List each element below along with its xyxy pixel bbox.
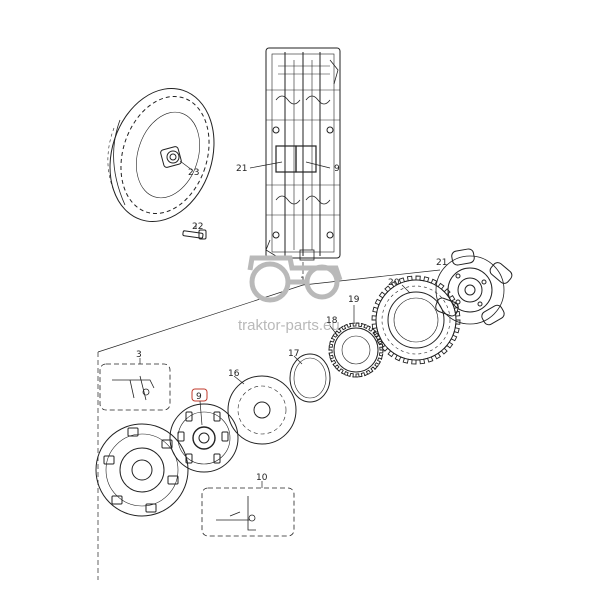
detail-box-10 — [201, 487, 295, 537]
label-19: 19 — [348, 295, 360, 305]
ring-17 — [289, 353, 331, 403]
label-22: 22 — [192, 222, 203, 232]
leader-17 — [293, 355, 303, 365]
label-23: 23 — [188, 168, 199, 178]
leader-9-disc — [199, 400, 203, 426]
label-18: 18 — [326, 316, 338, 326]
label-9-disc: 9 — [196, 392, 202, 402]
detail-box-3 — [99, 363, 171, 411]
assembly-leader-left — [97, 284, 304, 353]
label-20: 20 — [388, 278, 400, 288]
leader-9-top — [305, 161, 331, 169]
label-16: 16 — [228, 369, 240, 379]
label-21-top: 21 — [236, 164, 247, 174]
watermark-text: traktor-parts.eu — [238, 317, 340, 334]
label-9-top: 9 — [334, 164, 340, 174]
leader-23 — [179, 160, 193, 171]
friction-disc-16 — [227, 375, 297, 445]
bolt-22 — [182, 229, 207, 240]
flywheel — [107, 88, 215, 222]
spline-teeth-18 — [328, 322, 384, 378]
assembly-leader-right — [302, 269, 441, 286]
label-17: 17 — [288, 349, 299, 359]
highlight-box-9 — [191, 388, 208, 402]
clutch-assembly-section — [265, 47, 341, 261]
tractor-logo-icon — [247, 255, 343, 303]
leader-20 — [401, 284, 411, 294]
leader-21-top — [249, 161, 283, 169]
ring-teeth-20 — [371, 275, 461, 365]
leader-16 — [233, 375, 245, 385]
label-21-right: 21 — [436, 258, 447, 268]
label-10: 10 — [256, 473, 268, 483]
label-3: 3 — [136, 350, 142, 360]
clutch-cover — [95, 423, 189, 517]
flywheel-hub — [160, 146, 182, 168]
clutch-disc-9 — [169, 403, 239, 473]
watermark: traktor-parts.eu — [236, 255, 362, 334]
